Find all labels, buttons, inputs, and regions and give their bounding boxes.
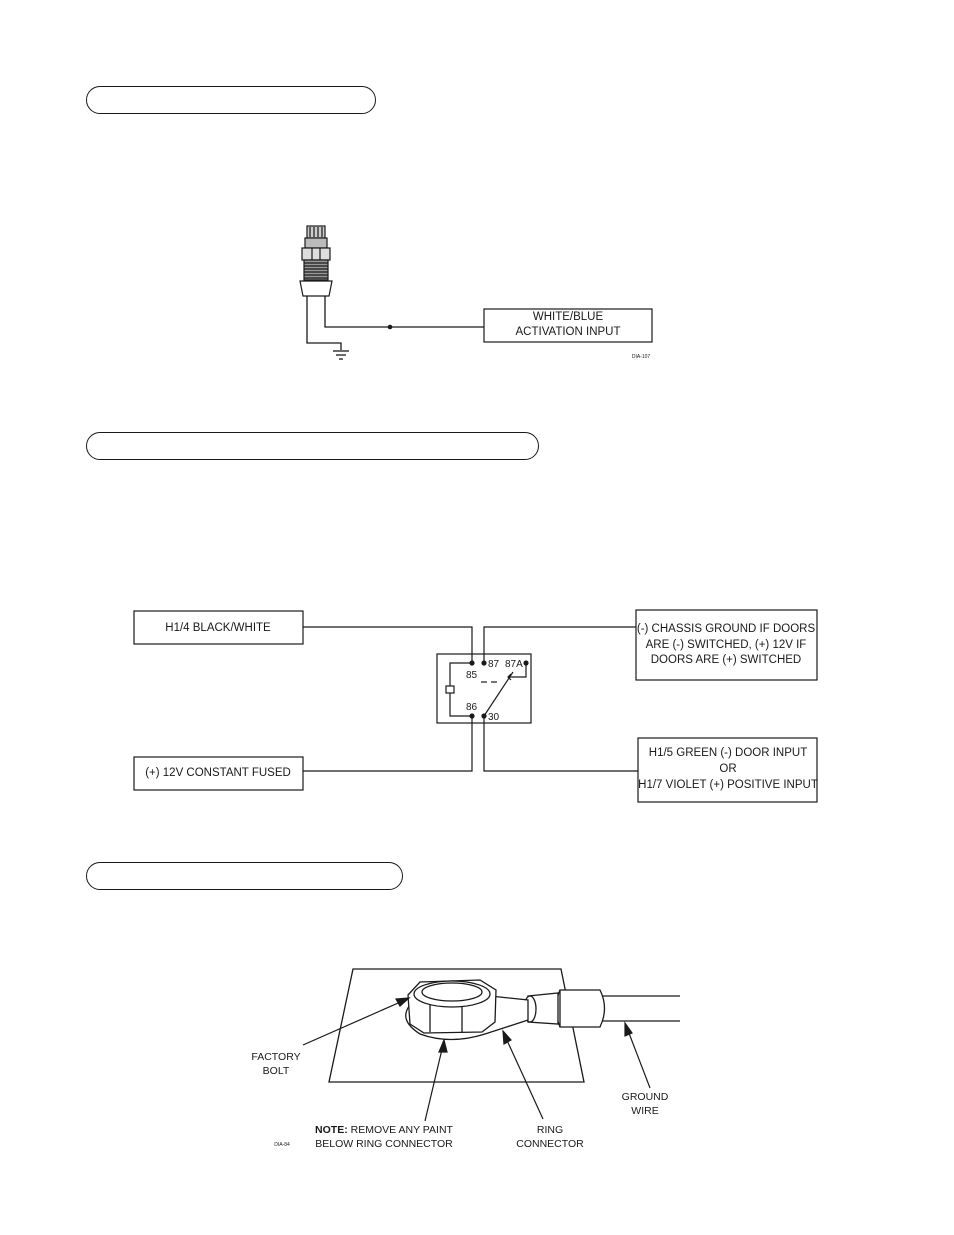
- paint-note-label-line1: NOTE: REMOVE ANY PAINT: [315, 1124, 453, 1136]
- activation-input-label-line1: WHITE/BLUE: [533, 311, 604, 323]
- diagram-code: DIA-84: [274, 1142, 290, 1148]
- pin-86-label: 86: [466, 702, 478, 713]
- ground-connection-diagram: FACTORY BOLT NOTE: REMOVE ANY PAINT BELO…: [251, 968, 680, 1150]
- relay-coil: [445, 685, 455, 694]
- pin-85-label: 85: [466, 670, 478, 681]
- black-white-box: [133, 610, 304, 645]
- door-input-label-line2: OR: [719, 763, 736, 775]
- pin-switch-wires: [306, 296, 484, 350]
- pin-87a-dot: [523, 660, 529, 666]
- pin-87-dot: [481, 660, 487, 666]
- activation-input-box: [483, 308, 653, 343]
- section-heading-door-relay: [86, 432, 539, 460]
- pin-30-label: 30: [488, 712, 500, 723]
- section-heading-pin-switch: [86, 86, 376, 114]
- pin-30-dot: [481, 713, 487, 719]
- factory-bolt-label-line2: BOLT: [263, 1065, 290, 1077]
- pin-switch-icon: [299, 225, 333, 297]
- pin-switch-diagram: WHITE/BLUE ACTIVATION INPUT DIA-107: [299, 225, 653, 360]
- ground-wire-label-line1: GROUND: [622, 1091, 669, 1103]
- door-input-label-line1: H1/5 GREEN (-) DOOR INPUT: [649, 747, 807, 759]
- ground-wire-icon: [523, 989, 680, 1028]
- door-input-box: [637, 737, 818, 803]
- factory-bolt-label-line1: FACTORY: [251, 1051, 300, 1063]
- chassis-ground-label-line3: DOORS ARE (+) SWITCHED: [651, 654, 801, 666]
- paint-note-label-line2: BELOW RING CONNECTOR: [315, 1138, 453, 1150]
- ground-symbol-icon: [333, 350, 349, 360]
- pin-87a-label: 87A: [505, 659, 523, 670]
- diagram-code: DIA-107: [632, 354, 651, 360]
- wire-splice-dot: [387, 324, 393, 330]
- ground-wire-label-line2: WIRE: [631, 1105, 658, 1117]
- pin-87-label: 87: [488, 659, 500, 670]
- black-white-label: H1/4 BLACK/WHITE: [165, 622, 271, 634]
- door-input-label-line3: H1/7 VIOLET (+) POSITIVE INPUT: [638, 779, 818, 791]
- pin-86-dot: [469, 713, 475, 719]
- section-heading-ground: [86, 862, 403, 890]
- pin-85-dot: [469, 660, 475, 666]
- note-bold: NOTE:: [315, 1124, 348, 1136]
- relay-diagram: H1/4 BLACK/WHITE (+) 12V CONSTANT FUSED …: [133, 609, 818, 803]
- ring-connector-label-line1: RING: [537, 1124, 563, 1136]
- constant-fused-label: (+) 12V CONSTANT FUSED: [145, 767, 291, 779]
- constant-fused-box: [133, 756, 304, 791]
- chassis-ground-label-line1: (-) CHASSIS GROUND IF DOORS: [637, 623, 816, 635]
- activation-input-label-line2: ACTIVATION INPUT: [516, 326, 621, 338]
- chassis-ground-box: [635, 609, 818, 681]
- chassis-ground-label-line2: ARE (-) SWITCHED, (+) 12V IF: [646, 639, 807, 651]
- note-rest: REMOVE ANY PAINT: [348, 1124, 454, 1136]
- leader-lines: [302, 997, 651, 1122]
- relay-wires: [303, 626, 638, 772]
- ring-connector-label-line2: CONNECTOR: [516, 1138, 584, 1150]
- factory-bolt-icon: [407, 979, 497, 1034]
